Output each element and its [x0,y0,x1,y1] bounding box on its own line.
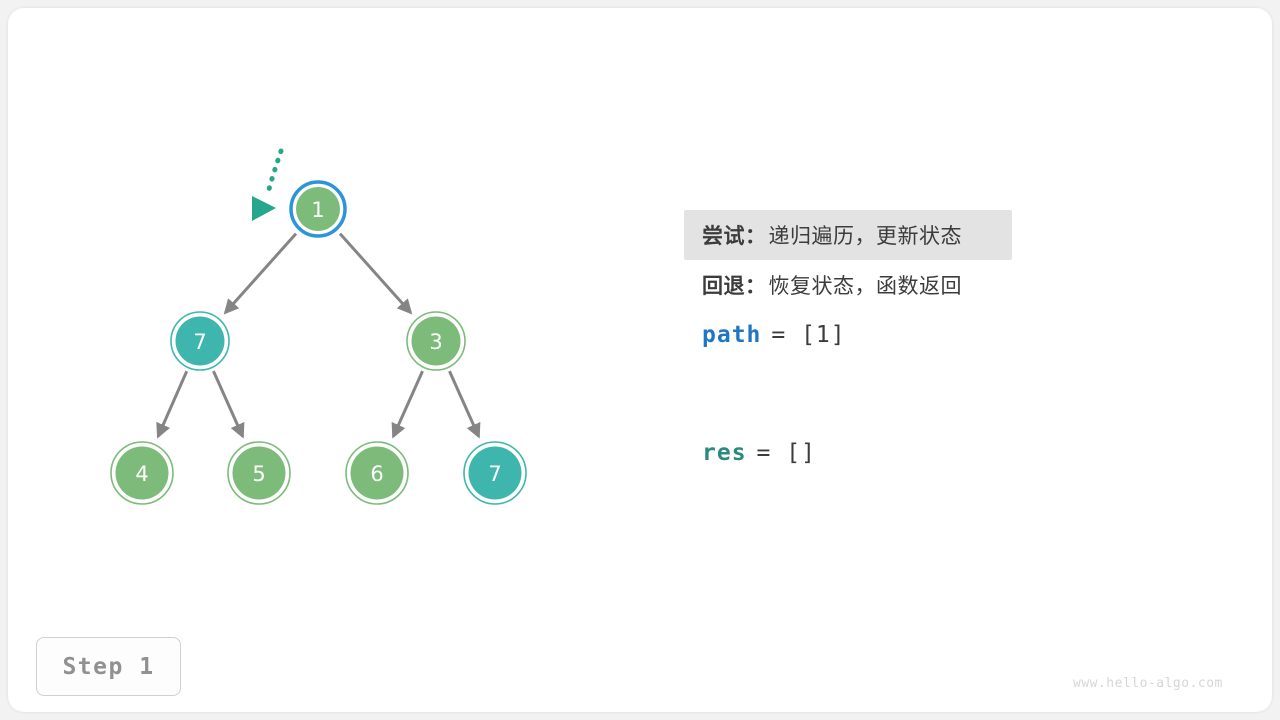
variable-res: res = [] [684,428,1204,478]
panel-spacer [684,360,1204,428]
watermark: www.hello-algo.com [1073,676,1223,691]
res-var-name: res [702,440,747,466]
state-panel: 尝试： 递归遍历，更新状态 回退： 恢复状态，函数返回 path = [1] r… [684,210,1204,478]
res-var-value: = [] [756,440,816,466]
panel-line-backtrack: 回退： 恢复状态，函数返回 [684,260,1204,310]
path-var-name: path [702,322,762,348]
step-badge: Step 1 [36,637,181,696]
path-var-value: = [1] [771,322,846,348]
try-label: 尝试： [702,224,767,248]
variable-path: path = [1] [684,310,1204,360]
panel-line-try: 尝试： 递归遍历，更新状态 [684,210,1012,260]
backtrack-body: 恢复状态，函数返回 [768,274,962,298]
backtrack-label: 回退： [702,274,767,298]
try-body: 递归遍历，更新状态 [768,224,962,248]
